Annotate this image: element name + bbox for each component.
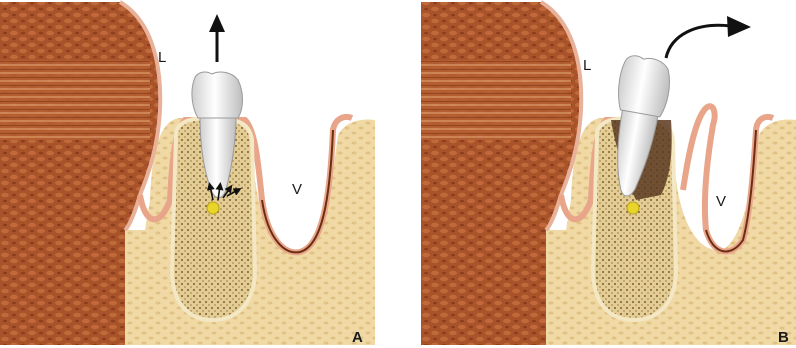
lingual-label-b: L	[583, 57, 591, 74]
tooth-crown-b	[614, 54, 674, 118]
nerve-b	[627, 202, 639, 214]
muscle-fibers-b	[421, 60, 571, 140]
panel-label-b: B	[778, 329, 789, 346]
tooth-crown-a	[192, 72, 243, 118]
vestibular-label-b: V	[716, 193, 726, 210]
muscle-fibers-a	[0, 60, 150, 140]
arrow-up-icon	[209, 14, 225, 62]
nerve-a	[207, 202, 219, 214]
panel-b: L V B	[421, 2, 796, 346]
panel-label-a: A	[352, 329, 363, 346]
lingual-label-a: L	[158, 49, 166, 66]
vestibular-label-a: V	[292, 181, 302, 198]
panel-a: L V A	[0, 2, 375, 346]
curved-arrow-icon	[666, 16, 751, 58]
